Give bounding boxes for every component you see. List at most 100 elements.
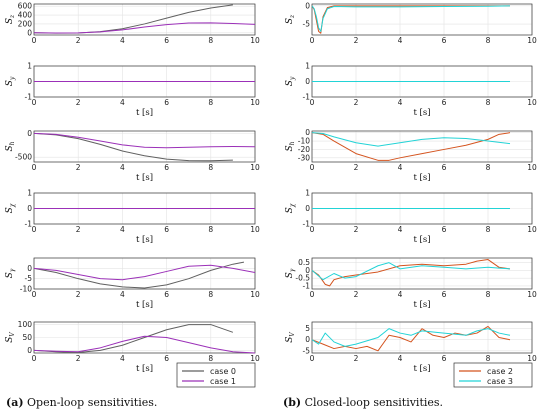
y-tick-label: 0 bbox=[305, 204, 310, 213]
x-tick-label: 10 bbox=[250, 98, 260, 107]
x-tick-label: 6 bbox=[164, 163, 169, 172]
y-axis-label: SV bbox=[5, 332, 16, 343]
x-tick-label: 4 bbox=[398, 98, 403, 107]
legend-label: case 1 bbox=[210, 377, 236, 386]
x-axis-label: t [s] bbox=[413, 235, 430, 245]
x-tick-label: 0 bbox=[32, 36, 37, 45]
y-tick-label: 0 bbox=[27, 77, 32, 86]
x-axis-label: t [s] bbox=[136, 108, 153, 118]
series-line-0 bbox=[33, 261, 245, 289]
y-tick-label: -20 bbox=[298, 145, 310, 154]
x-tick-label: 2 bbox=[76, 225, 81, 234]
x-tick-label: 4 bbox=[398, 225, 403, 234]
x-axis-label: t [s] bbox=[413, 173, 430, 183]
x-tick-label: 0 bbox=[310, 163, 315, 172]
x-tick-label: 8 bbox=[208, 290, 213, 299]
y-tick-label: -1 bbox=[25, 220, 33, 229]
x-tick-label: 6 bbox=[164, 98, 169, 107]
legend-box bbox=[176, 362, 256, 388]
x-axis-label: t [s] bbox=[413, 364, 430, 374]
x-tick-label: 2 bbox=[354, 225, 359, 234]
y-tick-label: -1 bbox=[25, 93, 33, 102]
x-tick-label: 4 bbox=[120, 36, 125, 45]
x-tick-label: 2 bbox=[354, 290, 359, 299]
x-tick-label: 4 bbox=[120, 98, 125, 107]
y-tick-label: 0 bbox=[305, 1, 310, 10]
x-tick-label: 8 bbox=[486, 225, 491, 234]
axes-box bbox=[33, 3, 256, 36]
series-line-1 bbox=[311, 328, 511, 347]
y-axis-label: Sh bbox=[285, 141, 296, 151]
y-axis-label-sub: z bbox=[289, 14, 296, 19]
x-tick-label: 8 bbox=[208, 354, 213, 363]
x-tick-label: 8 bbox=[486, 163, 491, 172]
y-tick-label: 0 bbox=[305, 266, 310, 275]
x-tick-label: 4 bbox=[120, 354, 125, 363]
y-axis-label: SV bbox=[285, 332, 296, 343]
y-axis-label: Sh bbox=[5, 141, 16, 151]
y-tick-label: -30 bbox=[298, 153, 310, 162]
series-line-1 bbox=[311, 262, 511, 281]
legend-label: case 0 bbox=[210, 367, 236, 376]
x-tick-label: 2 bbox=[76, 98, 81, 107]
y-axis-label: Sχ bbox=[285, 203, 296, 213]
x-tick-label: 10 bbox=[250, 225, 260, 234]
caption-b: (b) Closed-loop sensitivities. bbox=[283, 396, 443, 409]
x-tick-label: 0 bbox=[310, 354, 315, 363]
caption-a: (a) Open-loop sensitivities. bbox=[6, 396, 157, 409]
legend-box bbox=[453, 362, 533, 388]
x-tick-label: 8 bbox=[486, 354, 491, 363]
series-line-1 bbox=[311, 132, 511, 147]
caption-b-tag: (b) bbox=[283, 396, 302, 409]
x-tick-label: 10 bbox=[250, 290, 260, 299]
series-line-1 bbox=[33, 22, 256, 34]
x-tick-label: 2 bbox=[76, 163, 81, 172]
x-tick-label: 0 bbox=[310, 98, 315, 107]
series-line-1 bbox=[33, 335, 256, 354]
x-tick-label: 2 bbox=[354, 36, 359, 45]
y-tick-label: 5 bbox=[305, 324, 310, 333]
y-tick-label: -10 bbox=[298, 137, 310, 146]
x-tick-label: 6 bbox=[442, 163, 447, 172]
x-tick-label: 0 bbox=[32, 163, 37, 172]
y-axis-label: Sz bbox=[5, 14, 16, 24]
caption-b-text: Closed-loop sensitivities. bbox=[301, 396, 444, 409]
series-line-1 bbox=[311, 5, 511, 32]
x-tick-label: 4 bbox=[120, 163, 125, 172]
y-axis-label-sub: h bbox=[9, 141, 16, 145]
x-axis-label: t [s] bbox=[413, 300, 430, 310]
y-tick-label: -500 bbox=[15, 153, 32, 162]
x-tick-label: 6 bbox=[442, 36, 447, 45]
x-tick-label: 2 bbox=[354, 354, 359, 363]
y-tick-label: -5 bbox=[303, 346, 311, 355]
x-tick-label: 2 bbox=[76, 290, 81, 299]
x-tick-label: 0 bbox=[310, 36, 315, 45]
x-tick-label: 8 bbox=[208, 98, 213, 107]
y-tick-label: 200 bbox=[18, 19, 33, 28]
series-line-0 bbox=[311, 132, 511, 161]
x-tick-label: 6 bbox=[442, 225, 447, 234]
series-line-1 bbox=[33, 264, 256, 281]
x-tick-label: 4 bbox=[398, 163, 403, 172]
x-tick-label: 0 bbox=[310, 225, 315, 234]
x-tick-label: 4 bbox=[398, 290, 403, 299]
axes-box bbox=[311, 130, 533, 163]
y-tick-label: 1 bbox=[305, 189, 310, 198]
y-tick-label: -5 bbox=[25, 274, 33, 283]
x-tick-label: 0 bbox=[32, 354, 37, 363]
y-axis-label: Sz bbox=[285, 14, 296, 24]
x-axis-label: t [s] bbox=[136, 235, 153, 245]
y-tick-label: 0 bbox=[27, 129, 32, 138]
y-axis-label-sub: V bbox=[9, 332, 16, 337]
x-tick-label: 6 bbox=[442, 290, 447, 299]
series-line-0 bbox=[311, 5, 510, 34]
y-axis-label-sub: γ bbox=[289, 268, 296, 272]
x-tick-label: 6 bbox=[442, 98, 447, 107]
